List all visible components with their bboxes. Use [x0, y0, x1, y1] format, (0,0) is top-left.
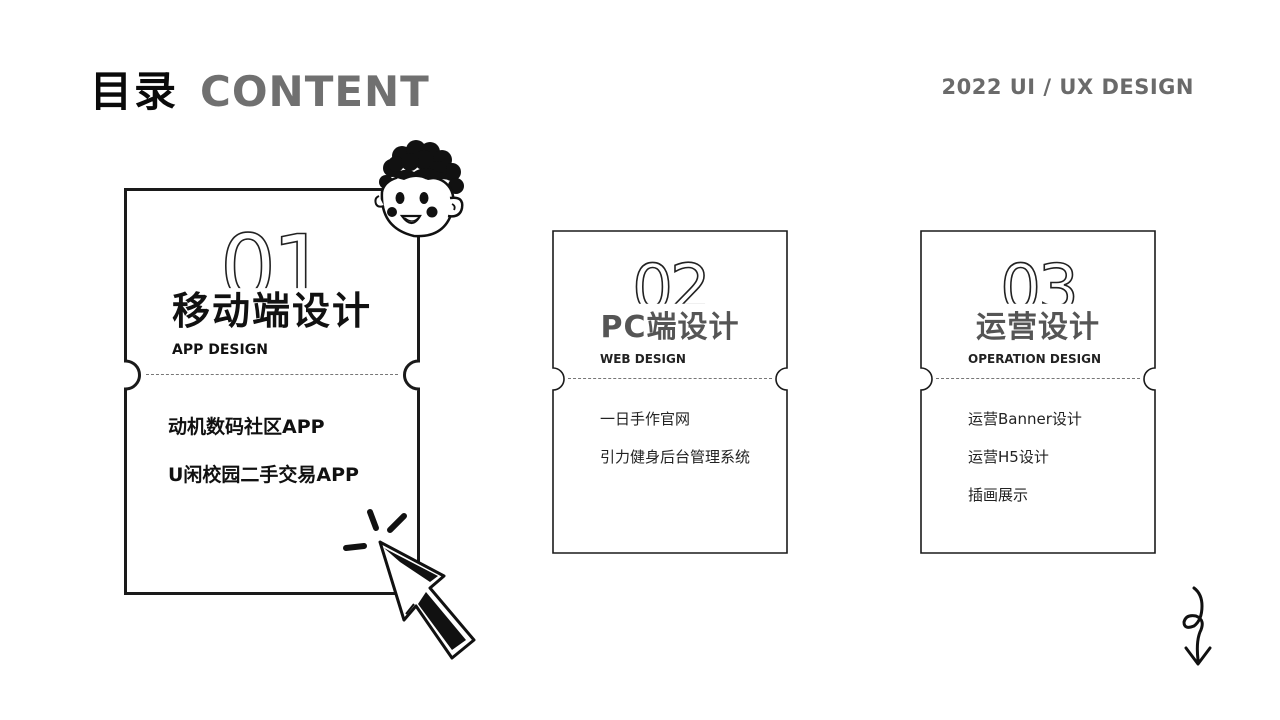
section-title-cn: PC端设计	[600, 310, 740, 345]
section-card-web-design[interactable]: 02 PC端设计 WEB DESIGN 一日手作官网 引力健身后台管理系统	[552, 230, 788, 554]
dashed-divider	[146, 374, 398, 375]
ticket-frame	[920, 230, 1156, 554]
section-item[interactable]: U闲校园二手交易APP	[168, 464, 359, 486]
cartoon-face-icon	[374, 140, 464, 238]
section-number: 02	[631, 252, 711, 326]
section-title-cn: 运营设计	[976, 310, 1100, 345]
section-item[interactable]: 运营Banner设计	[968, 410, 1082, 428]
section-item[interactable]: 动机数码社区APP	[168, 416, 325, 438]
page-subtitle: 2022 UI / UX DESIGN	[941, 75, 1194, 99]
section-title-en: APP DESIGN	[172, 342, 268, 358]
section-item[interactable]: 插画展示	[968, 486, 1029, 504]
ticket-frame	[552, 230, 788, 554]
section-title-en: WEB DESIGN	[600, 352, 686, 366]
scroll-down-arrow-icon[interactable]	[1176, 586, 1220, 670]
page-title-cn: 目录	[90, 67, 179, 116]
cursor-arrow-icon	[343, 509, 476, 660]
dashed-divider	[936, 378, 1140, 379]
page-title: 目录 CONTENT	[90, 58, 430, 119]
section-item[interactable]: 运营H5设计	[968, 448, 1049, 466]
section-title-cn: 移动端设计	[171, 289, 372, 333]
page-title-en: CONTENT	[200, 67, 430, 116]
section-number: 03	[999, 252, 1079, 326]
section-card-operation-design[interactable]: 03 运营设计 OPERATION DESIGN 运营Banner设计 运营H5…	[920, 230, 1156, 554]
dashed-divider	[568, 378, 772, 379]
section-item[interactable]: 一日手作官网	[600, 410, 691, 428]
section-item[interactable]: 引力健身后台管理系统	[600, 448, 751, 466]
section-title-en: OPERATION DESIGN	[968, 352, 1102, 366]
section-number: 01	[219, 216, 329, 319]
